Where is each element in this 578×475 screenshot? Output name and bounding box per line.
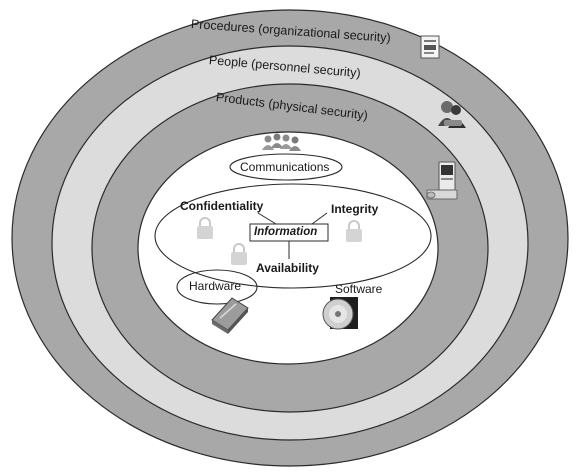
padlock-icon [231,243,247,265]
people-group-icon [262,133,301,151]
cd-disc-icon [322,297,358,330]
information-box [249,223,329,242]
confidentiality-label: Confidentiality [180,199,264,213]
padlock-icon [346,220,362,242]
integrity-label: Integrity [331,202,379,216]
availability-label: Availability [256,261,319,275]
software-label: Software [335,282,383,296]
computer-icon [426,161,458,200]
padlock-icon [197,217,213,239]
information-label: Information [254,226,318,238]
connector-confidentiality [257,212,277,225]
core-area [137,131,439,365]
communications-ellipse [229,153,343,181]
document-icon [420,35,440,59]
people-icon [438,101,466,128]
communications-label: Communications [240,160,330,174]
cia-ellipse [154,183,432,289]
hardware-label: Hardware [189,279,242,293]
hardware-ellipse [176,269,258,305]
hard-drive-icon [211,297,249,334]
connector-integrity [311,212,328,225]
